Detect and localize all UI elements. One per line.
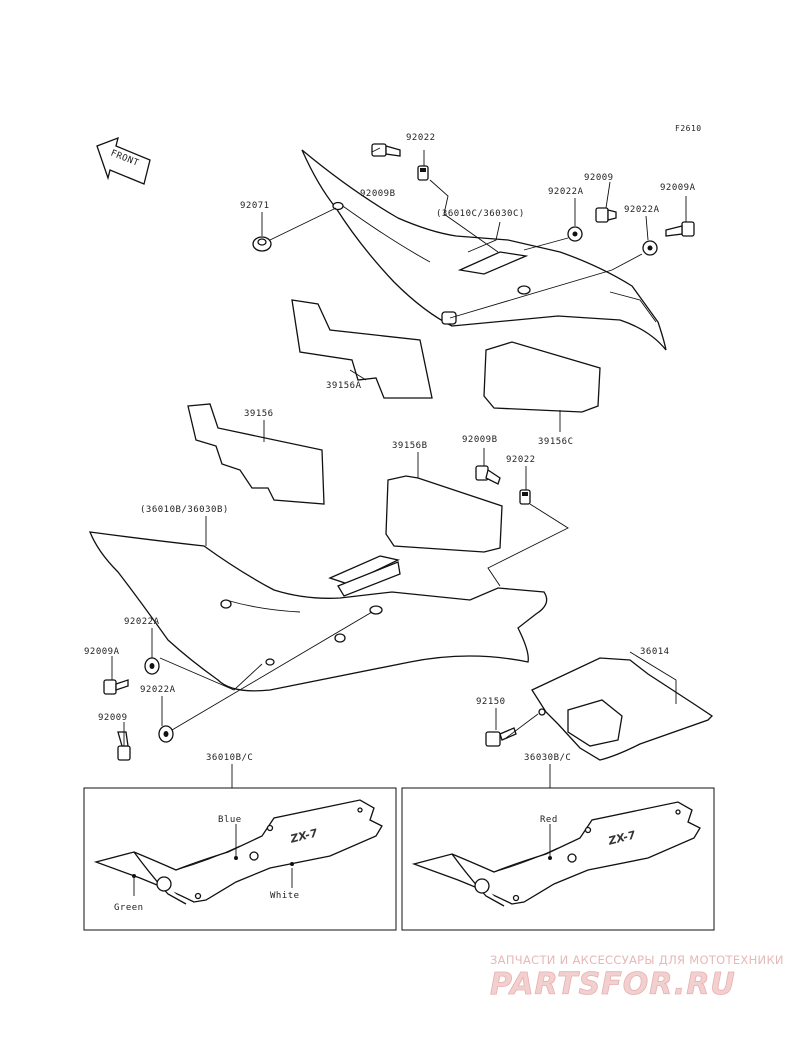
label-92009-left: 92009 (98, 713, 128, 723)
label-92022-mid: 92022 (506, 455, 536, 465)
watermark-brand: PARTSFOR.RU (490, 967, 736, 1002)
variant-right-title: 36030B/C (524, 753, 571, 763)
collar-92022a-left1-icon (144, 657, 160, 675)
lower-seat-cover (88, 531, 548, 692)
watermark-tagline: ЗАПЧАСТИ И АКСЕССУАРЫ ДЛЯ МОТОТЕХНИКИ (490, 953, 784, 967)
bolt-92009a-right-icon (665, 221, 695, 237)
label-36010c-36030c: (36010C/36030C) (436, 209, 525, 219)
bolt-92150-icon (485, 727, 517, 747)
label-92022-top: 92022 (406, 133, 436, 143)
label-92022a-right1: 92022A (548, 187, 584, 197)
label-92150: 92150 (476, 697, 506, 707)
color-blue: Blue (218, 815, 242, 825)
label-39156a: 39156A (326, 381, 362, 391)
label-92009b-mid: 92009B (462, 435, 498, 445)
label-36010b-36030b: (36010B/36030B) (140, 505, 229, 515)
bolt-92009b-mid-icon (475, 465, 501, 485)
bolt-92009-left-icon (117, 731, 131, 761)
label-92009-right: 92009 (584, 173, 614, 183)
bolt-92009-right-icon (595, 207, 617, 223)
heat-plate-36014 (531, 657, 714, 761)
leader-lines (111, 147, 687, 746)
label-39156b: 39156B (392, 441, 428, 451)
variant-panel-left: 36010B/C ZX-7 Blue White Green (83, 753, 397, 931)
color-green: Green (114, 903, 144, 913)
variant-panel-right: 36030B/C ZX-7 Red (401, 753, 715, 931)
color-red: Red (540, 815, 558, 825)
collar-92022a-left2-icon (158, 725, 174, 743)
pad-39156 (187, 403, 325, 505)
variant-left-title: 36010B/C (206, 753, 253, 763)
label-92009a-left: 92009A (84, 647, 120, 657)
label-92022a-left2: 92022A (140, 685, 176, 695)
grommet-92071-icon (252, 236, 272, 252)
bolt-92009a-left-icon (103, 679, 129, 695)
pad-39156a (291, 299, 433, 399)
label-36014: 36014 (640, 647, 670, 657)
label-92071: 92071 (240, 201, 270, 211)
label-92009b-top: 92009B (360, 189, 396, 199)
color-white: White (270, 891, 300, 901)
bolt-92009b-top-icon (371, 143, 401, 157)
front-arrow-icon: FRONT (96, 136, 151, 185)
collar-92022a-right2-icon (642, 240, 658, 256)
label-39156c: 39156C (538, 437, 574, 447)
watermark: ЗАПЧАСТИ И АКСЕССУАРЫ ДЛЯ МОТОТЕХНИКИ PA… (490, 953, 784, 1002)
figure-code: F2610 (675, 124, 702, 133)
nut-92022-mid-icon (519, 489, 531, 505)
pad-39156b (385, 475, 503, 553)
part-labels: 92022 92009B 92071 (36010C/36030C) 92022… (84, 133, 696, 723)
collar-92022a-right1-icon (567, 226, 583, 242)
nut-92022-top-icon (417, 165, 429, 181)
upper-seat-cover (301, 149, 667, 351)
label-39156: 39156 (244, 409, 274, 419)
pad-39156c (483, 341, 601, 413)
label-92022a-right2: 92022A (624, 205, 660, 215)
label-92022a-left1: 92022A (124, 617, 160, 627)
label-92009a-right: 92009A (660, 183, 696, 193)
